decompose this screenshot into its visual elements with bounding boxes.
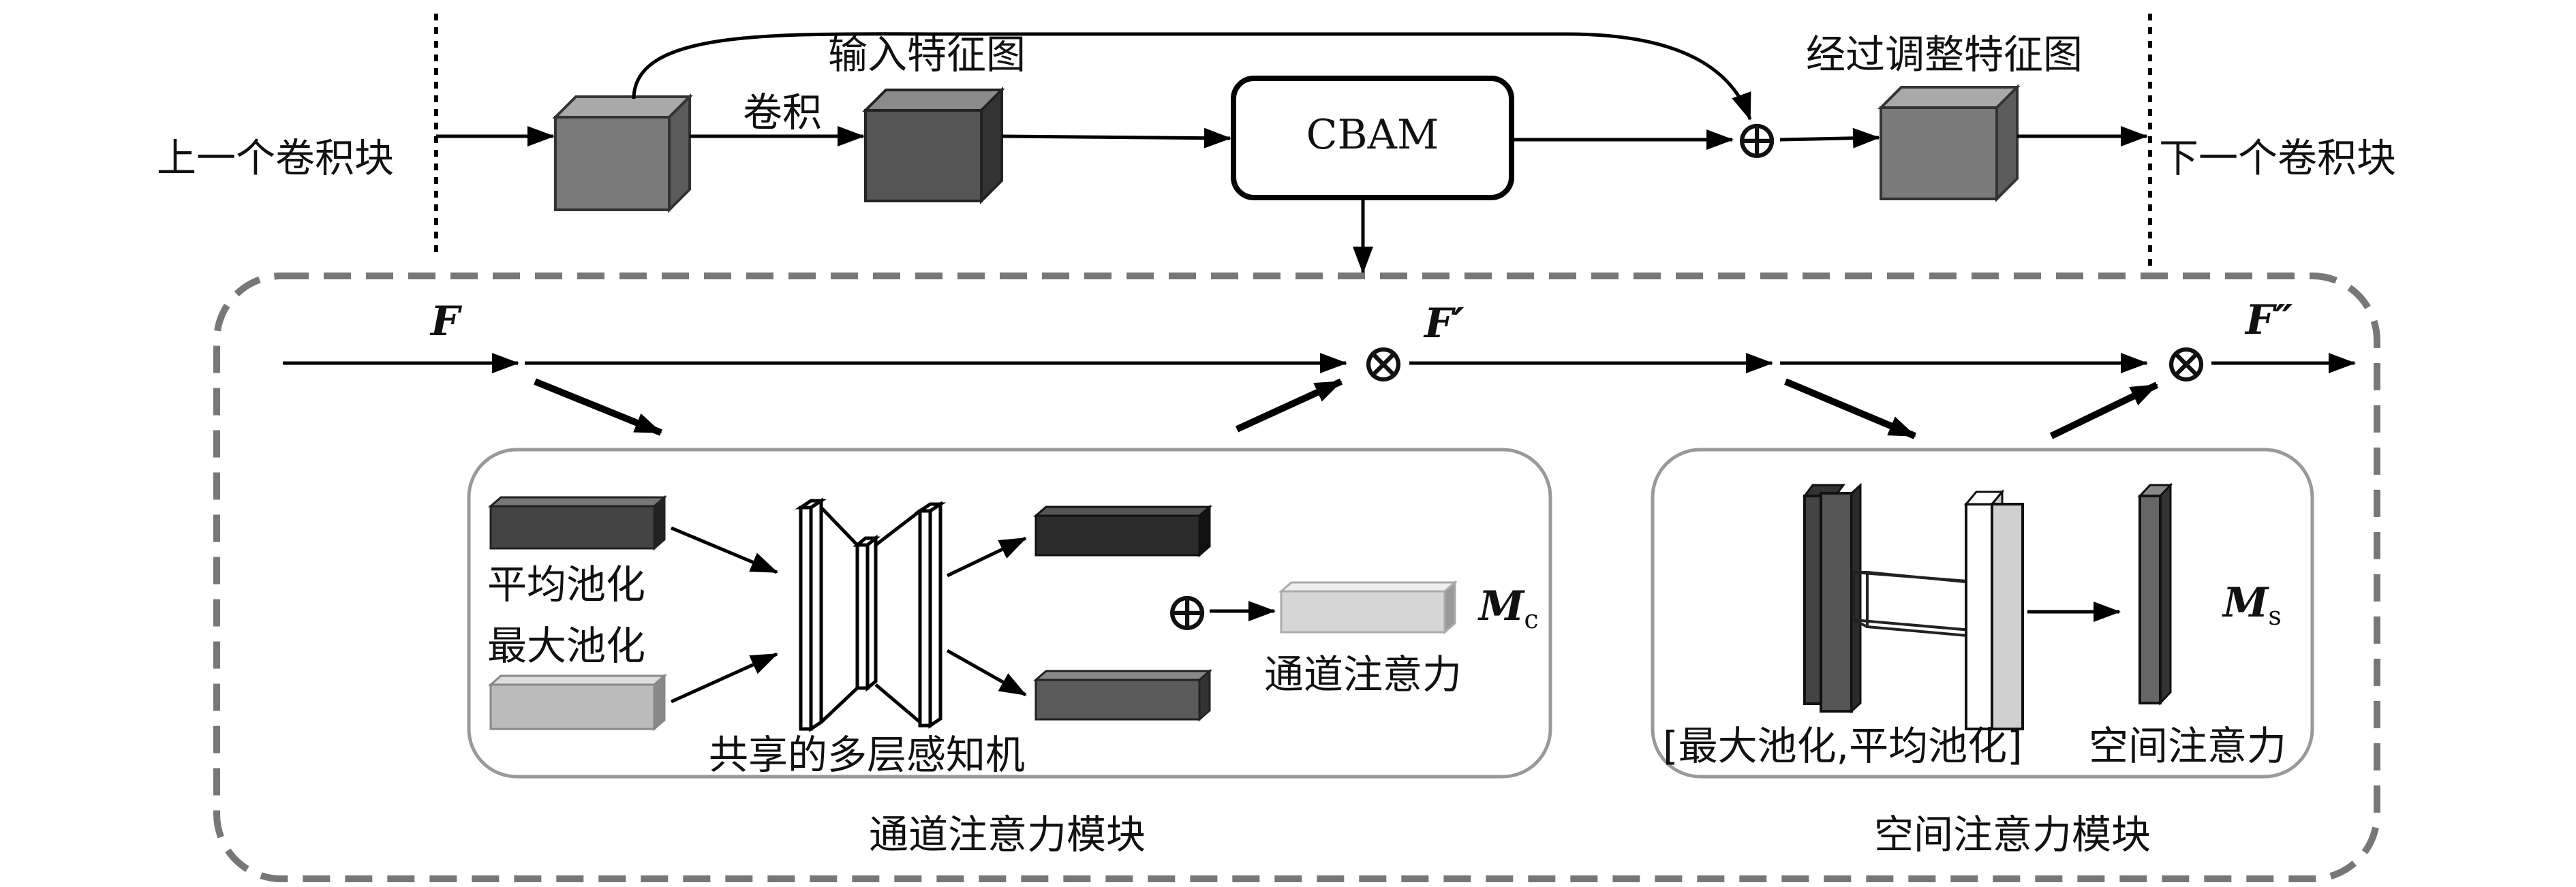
adjusted-feature-cube: [1877, 84, 2021, 202]
arrow-max-to-mlp: [670, 652, 778, 704]
arrow-conv-to-cbam: [1001, 127, 1231, 149]
channel-multiply-symbol: ⊗: [1360, 331, 1406, 394]
feature-F-label: F: [429, 298, 463, 345]
mlp-output-top: [1032, 504, 1213, 558]
spatial-multiply-symbol: ⊗: [2163, 331, 2209, 394]
arrow-add-to-output: [1779, 127, 1880, 149]
channel-attention-module: [467, 448, 1552, 779]
feature-F-double-prime-label: F″: [2244, 296, 2293, 344]
cbam-label: CBAM: [1306, 111, 1439, 159]
residual-add-symbol: ⊕: [1734, 108, 1779, 171]
conv-label: 卷积: [743, 89, 822, 136]
arrow-mlp-to-top-out: [946, 536, 1027, 578]
input-feature-cube: [552, 93, 693, 213]
arrow-spatial-to-mul: [2049, 382, 2159, 439]
max-pool-bar: [487, 673, 668, 732]
mlp-output-bottom: [1032, 668, 1213, 722]
next-block-label: 下一个卷积块: [2159, 135, 2396, 181]
spatial-pooled-maps: [1803, 482, 1862, 714]
channel-add-symbol: ⊕: [1164, 580, 1210, 643]
cbam-detail-panel: [213, 273, 2380, 882]
channel-attention-label: 通道注意力: [1264, 651, 1462, 698]
max-avg-pool-label: [最大池化,平均池化]: [1663, 723, 2023, 769]
shared-mlp-label: 共享的多层感知机: [709, 732, 1025, 778]
spatial-attention-label: 空间注意力: [2089, 723, 2286, 769]
spatial-module-title: 空间注意力模块: [1874, 811, 2151, 858]
max-pool-label: 最大池化: [487, 623, 645, 669]
prev-block-label: 上一个卷积块: [157, 135, 394, 181]
feature-F-prime-label: F′: [1423, 300, 1465, 347]
arrow-F-into-channel-module: [534, 378, 662, 436]
arrow-Fprime-into-spatial-module: [1784, 378, 1916, 439]
skip-connection-arc: [632, 32, 1752, 121]
arrow-channel-to-mul: [1235, 378, 1343, 433]
spatial-attention-map: [2137, 482, 2173, 706]
avg-pool-bar: [487, 495, 668, 551]
spatial-conv-slab: [1963, 488, 2024, 732]
Mc-label: Mc: [1477, 582, 1539, 634]
Ms-label: Ms: [2222, 579, 2282, 631]
input-feature-label: 输入特征图: [828, 31, 1026, 78]
arrow-avg-to-mlp: [671, 526, 778, 574]
conv-feature-cube: [862, 87, 1005, 204]
adjusted-feature-label: 经过调整特征图: [1806, 31, 2083, 78]
shared-mlp: [795, 497, 947, 732]
channel-module-title: 通道注意力模块: [869, 811, 1146, 858]
avg-pool-label: 平均池化: [487, 561, 645, 608]
arrow-mlp-to-bottom-out: [946, 649, 1027, 697]
channel-attention-map: [1278, 580, 1458, 635]
